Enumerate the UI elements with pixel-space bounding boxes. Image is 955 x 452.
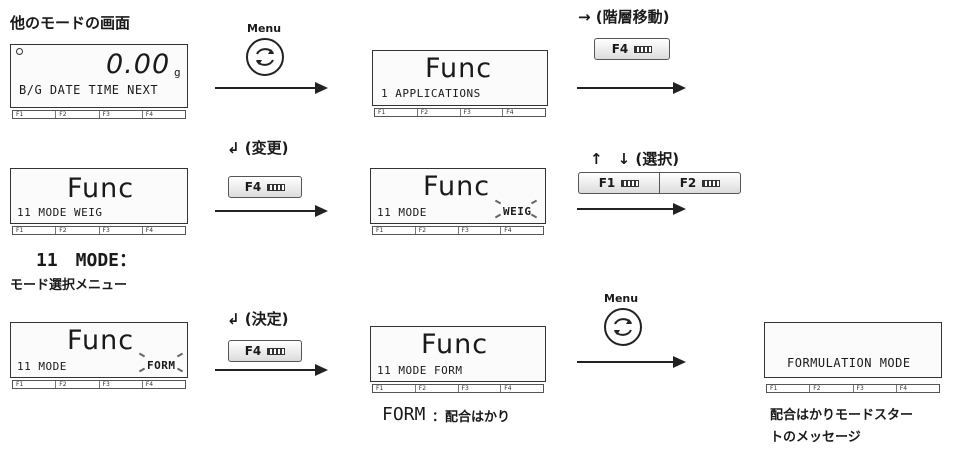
change-caption: ↲ (変更) — [227, 139, 289, 157]
flow-arrow — [577, 356, 686, 368]
mode-caption-text: モード選択メニュー — [10, 278, 128, 293]
start-msg-line1: 配合はかりモードスター — [770, 408, 914, 423]
f4-button[interactable]: F4 — [594, 38, 670, 60]
weight-value: 0.00 — [106, 49, 171, 80]
func-title: Func — [421, 329, 489, 360]
decide-caption: ↲ (決定) — [227, 310, 289, 328]
stable-indicator-icon — [16, 48, 23, 55]
menu-row: 1 APPLICATIONS — [381, 87, 481, 100]
lcd-formulation-message: FORMULATION MODE — [764, 322, 942, 378]
menu-row: 11 MODE — [377, 206, 427, 219]
flow-arrow — [215, 364, 328, 376]
func-title: Func — [423, 171, 491, 202]
select-caption: ↑ ↓ (選択) — [590, 150, 680, 168]
flow-arrow — [577, 203, 686, 215]
unit-label: g — [174, 66, 182, 79]
lcd-func-mode-weig-blink: Func 11 MODE WEIG — [370, 168, 546, 224]
func-title: Func — [67, 173, 135, 204]
flow-arrow — [215, 82, 328, 94]
hier-move-caption: → (階層移動) — [578, 8, 670, 26]
flow-arrow — [577, 82, 686, 94]
blinking-value: WEIG — [503, 205, 532, 218]
lcd-other-mode: 0.00 g B/G DATE TIME NEXT — [10, 44, 188, 108]
f4-button[interactable]: F4 — [228, 340, 302, 362]
f2-button[interactable]: F2 — [659, 172, 741, 194]
lcd-func-applications: Func 1 APPLICATIONS — [372, 50, 548, 106]
key-dash-icon — [702, 179, 721, 187]
start-msg-line2: トのメッセージ — [770, 430, 861, 445]
lcd-func-mode-form: Func 11 MODE FORM — [370, 326, 546, 382]
f1-button[interactable]: F1 — [578, 172, 660, 194]
f4-button[interactable]: F4 — [228, 176, 302, 198]
menu-button[interactable] — [246, 38, 284, 76]
key-dash-icon — [267, 347, 286, 355]
flow-arrow — [215, 205, 328, 217]
func-title: Func — [425, 53, 493, 84]
menu-row: 11 MODE FORM — [377, 364, 463, 377]
menu-row: 11 MODE WEIG — [17, 206, 103, 219]
mode-caption-code: 11 MODE： — [36, 250, 138, 271]
key-dash-icon — [634, 45, 653, 53]
lcd-func-mode-weig: Func 11 MODE WEIG — [10, 168, 188, 224]
blinking-value: FORM — [147, 359, 176, 372]
other-mode-caption: 他のモードの画面 — [10, 14, 131, 32]
rotate-icon — [256, 48, 274, 66]
func-title: Func — [67, 325, 135, 356]
menu-button[interactable] — [604, 308, 642, 346]
menu-label: Menu — [247, 22, 282, 35]
softkey-row: B/G DATE TIME NEXT — [19, 83, 159, 97]
menu-row: 11 MODE — [17, 360, 67, 373]
message-text: FORMULATION MODE — [787, 356, 911, 370]
form-caption-text: ：配合はかり — [432, 410, 511, 425]
rotate-icon — [614, 318, 632, 336]
form-caption-code: FORM — [382, 404, 426, 425]
key-dash-icon — [621, 179, 640, 187]
menu-label: Menu — [604, 292, 639, 305]
lcd-func-mode-form-blink: Func 11 MODE FORM — [10, 322, 188, 378]
key-dash-icon — [267, 183, 286, 191]
